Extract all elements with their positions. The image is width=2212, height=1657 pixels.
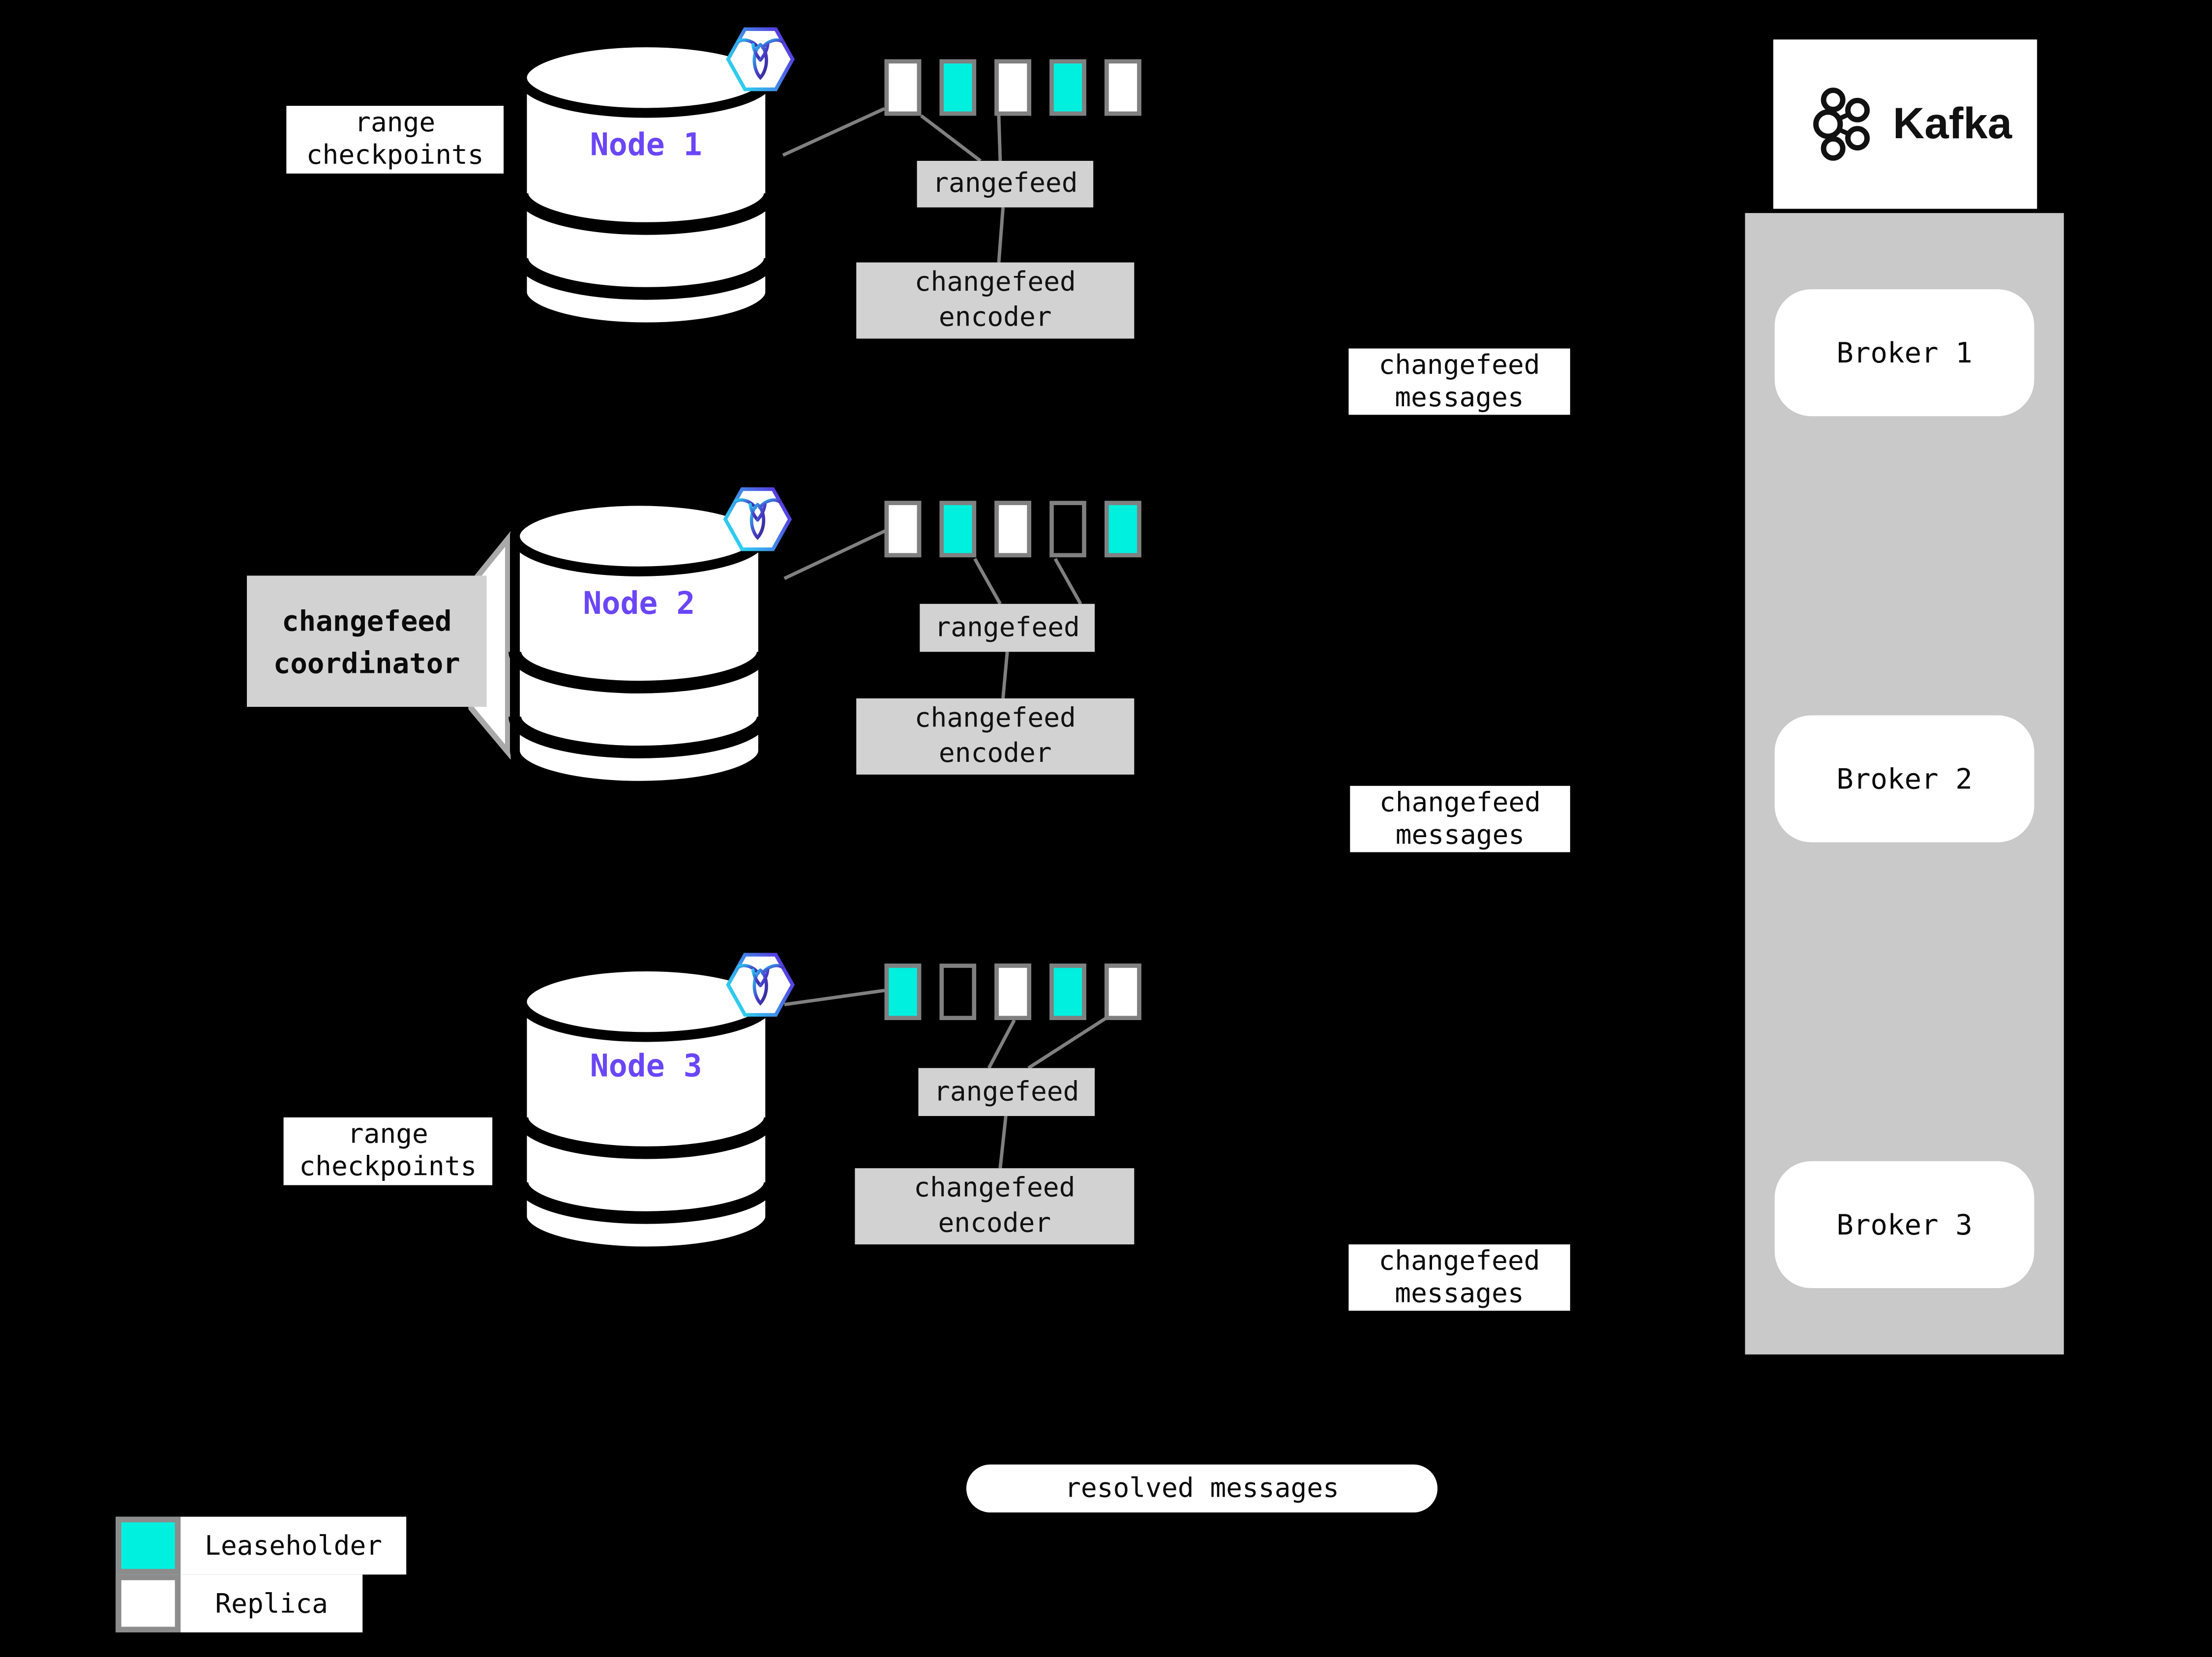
label-line: changefeed bbox=[1378, 349, 1540, 381]
replica-square bbox=[1105, 501, 1141, 558]
range-checkpoints-label: range checkpoints bbox=[286, 106, 504, 174]
replica-square bbox=[994, 59, 1031, 116]
changefeed-encoder-box: changefeed encoder bbox=[856, 698, 1135, 775]
node-1-name: Node 1 bbox=[590, 128, 702, 164]
range-checkpoints-label: range checkpoints bbox=[283, 1117, 493, 1185]
broker-1: Broker 1 bbox=[1774, 289, 2034, 417]
replica-square bbox=[994, 501, 1031, 558]
label-line: range bbox=[347, 1118, 428, 1150]
label-line: changefeed bbox=[1379, 786, 1541, 818]
label-line: encoder bbox=[938, 301, 1052, 333]
changefeed-coordinator-label: changefeed coordinator bbox=[247, 575, 487, 707]
broker-3: Broker 3 bbox=[1774, 1161, 2034, 1289]
changefeed-encoder-box: changefeed encoder bbox=[856, 262, 1135, 339]
replica-square bbox=[884, 501, 922, 558]
label-line: range bbox=[355, 107, 436, 139]
replica-square bbox=[884, 59, 922, 116]
replica-square bbox=[884, 964, 922, 1020]
label-line: changefeed bbox=[914, 702, 1076, 734]
connector-lines bbox=[782, 107, 1108, 1169]
legend-replica-swatch bbox=[116, 1574, 181, 1632]
replica-square bbox=[1049, 501, 1086, 558]
broker-2: Broker 2 bbox=[1774, 715, 2034, 843]
changefeed-messages-label: changefeed messages bbox=[1348, 1244, 1570, 1311]
label-line: encoder bbox=[938, 738, 1052, 769]
rangefeed-box: rangefeed bbox=[920, 603, 1095, 652]
kafka-wordmark: Kafka bbox=[1893, 98, 2012, 149]
label-line: checkpoints bbox=[306, 139, 484, 171]
legend-leaseholder-label: Leaseholder bbox=[180, 1516, 407, 1575]
node-3-cylinder bbox=[522, 966, 770, 1251]
replica-square bbox=[994, 964, 1031, 1020]
node-3-name: Node 3 bbox=[590, 1050, 702, 1085]
rangefeed-box: rangefeed bbox=[917, 161, 1094, 208]
replica-square bbox=[939, 59, 977, 116]
label-line: messages bbox=[1395, 819, 1525, 850]
legend-replica-label: Replica bbox=[180, 1574, 363, 1632]
kafka-logo: Kafka bbox=[1773, 39, 2037, 209]
label-line: changefeed bbox=[282, 603, 452, 637]
rangefeed-box: rangefeed bbox=[918, 1068, 1095, 1116]
node-2-cylinder bbox=[515, 501, 763, 785]
changefeed-messages-label: changefeed messages bbox=[1348, 348, 1570, 415]
legend-leaseholder-swatch bbox=[116, 1516, 181, 1575]
label-line: coordinator bbox=[273, 645, 460, 680]
replica-square bbox=[1049, 964, 1086, 1020]
label-line: encoder bbox=[938, 1207, 1051, 1239]
changefeed-encoder-box: changefeed encoder bbox=[855, 1168, 1135, 1245]
kafka-icon bbox=[1813, 88, 1870, 161]
node-3-range-replicas bbox=[884, 964, 1141, 1020]
changefeed-messages-label: changefeed messages bbox=[1350, 785, 1570, 852]
label-line: messages bbox=[1395, 381, 1524, 413]
node-2-name: Node 2 bbox=[583, 587, 695, 623]
node-1-cylinder bbox=[522, 42, 770, 327]
replica-square bbox=[939, 501, 977, 558]
label-line: checkpoints bbox=[299, 1151, 477, 1182]
replica-square bbox=[1105, 59, 1141, 116]
label-line: changefeed bbox=[914, 267, 1076, 298]
label-line: changefeed bbox=[914, 1172, 1076, 1204]
resolved-messages-pill: resolved messages bbox=[966, 1464, 1438, 1513]
coordinator-arrowhead bbox=[234, 628, 251, 648]
node-1-range-replicas bbox=[884, 59, 1141, 116]
replica-square bbox=[939, 964, 977, 1020]
label-line: changefeed bbox=[1378, 1245, 1540, 1276]
replica-square bbox=[1105, 964, 1141, 1020]
node-2-range-replicas bbox=[884, 501, 1141, 558]
replica-square bbox=[1049, 59, 1086, 116]
label-line: messages bbox=[1395, 1277, 1524, 1309]
